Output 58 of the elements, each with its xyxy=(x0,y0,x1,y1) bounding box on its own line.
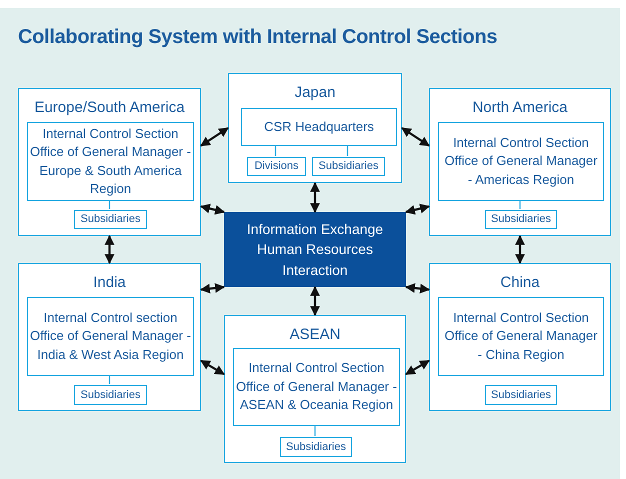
region-box xyxy=(429,88,611,236)
connector-line xyxy=(274,145,276,156)
box-text: CSR Headquarters xyxy=(263,118,375,136)
diagram-title: Collaborating System with Internal Control Sections xyxy=(18,26,498,49)
box-text: Subsidiaries xyxy=(490,214,552,225)
box-text: Internal Control Section Office of General Manager - Europe & South America Region xyxy=(29,124,192,198)
section-box xyxy=(438,122,604,201)
box-text: Subsidiaries xyxy=(285,442,347,452)
double-arrow xyxy=(405,283,430,294)
subsidiary-box xyxy=(74,385,147,405)
box-text: Internal Control section Office of General Manager - India & West Asia Region xyxy=(29,308,192,364)
box-text: Subsidiaries xyxy=(318,161,380,172)
region-title: ASEAN xyxy=(288,326,342,344)
region-title: India xyxy=(92,274,127,292)
section-box xyxy=(27,297,194,376)
box-text: Subsidiaries xyxy=(80,390,142,400)
box-text: Subsidiaries xyxy=(490,390,552,400)
double-arrow xyxy=(401,127,430,147)
region-box xyxy=(429,263,611,411)
hub-box xyxy=(224,212,406,287)
region-box xyxy=(228,73,402,183)
double-arrow xyxy=(515,235,525,264)
double-arrow xyxy=(104,235,114,264)
connector-line xyxy=(346,145,348,156)
box-text: Internal Control Section Office of General Manager - China Region xyxy=(444,308,598,364)
subsidiary-box xyxy=(247,157,306,176)
box-text: Divisions xyxy=(253,161,300,172)
connector-line xyxy=(519,200,521,209)
subsidiary-box xyxy=(485,385,557,405)
double-arrow xyxy=(200,283,225,294)
double-arrow xyxy=(310,286,320,316)
subsidiary-box xyxy=(74,210,147,229)
double-arrow xyxy=(200,360,225,376)
box-text: Internal Control Section Office of General Manager - Americas Region xyxy=(444,134,598,189)
double-arrow xyxy=(310,182,320,213)
box-text: Information Exchange Human Resources Interaction xyxy=(246,220,384,280)
section-box xyxy=(233,348,400,426)
box-text: Subsidiaries xyxy=(80,214,142,225)
double-arrow xyxy=(200,127,229,147)
connector-line xyxy=(314,425,316,436)
region-box xyxy=(18,263,201,411)
subsidiary-box xyxy=(280,437,352,457)
region-title: North America xyxy=(471,99,569,117)
section-box xyxy=(241,108,397,146)
subsidiary-box xyxy=(485,210,557,229)
double-arrow xyxy=(200,204,225,215)
region-title: Japan xyxy=(294,84,336,102)
section-box xyxy=(438,297,604,376)
region-box xyxy=(18,88,201,236)
region-box xyxy=(224,315,406,463)
double-arrow xyxy=(405,360,430,376)
double-arrow xyxy=(405,204,430,215)
region-title: China xyxy=(499,274,541,292)
connector-line xyxy=(108,375,110,384)
box-text: Internal Control Section Office of General Manager - ASEAN & Oceania Region xyxy=(235,359,398,414)
connector-line xyxy=(108,200,110,209)
region-title: Europe/South America xyxy=(33,99,186,117)
subsidiary-box xyxy=(312,157,385,176)
